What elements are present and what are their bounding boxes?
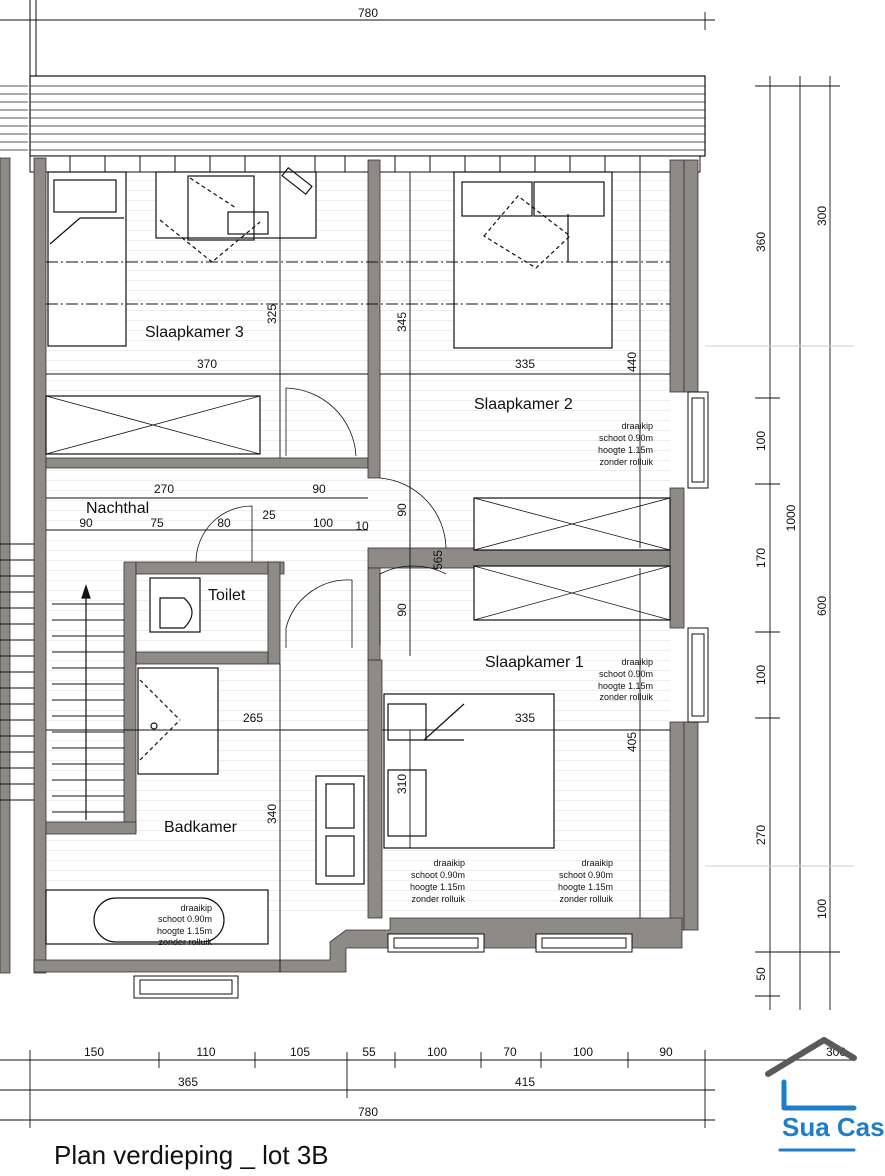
dim-interior: 370: [197, 357, 217, 371]
dim-bottom-seg: 100: [573, 1045, 593, 1059]
dim-right-inner: 170: [754, 548, 768, 568]
dim-interior: 25: [262, 508, 276, 522]
dim-right-inner: 360: [754, 232, 768, 252]
dim-right-middle-total: 1000: [784, 504, 798, 531]
dim-bottom-half: 365: [178, 1075, 198, 1089]
dim-right-outer: 300: [815, 206, 829, 226]
dim-bottom-seg: 90: [659, 1045, 673, 1059]
dim-interior: 325: [265, 304, 279, 324]
dim-interior: 100: [313, 516, 333, 530]
svg-text:draaikip: draaikip: [180, 903, 212, 913]
window-note-bedroom1-side: draaikip schoot 0.90m hoogte 1.15m zonde…: [598, 657, 654, 702]
room-label-toilet: Toilet: [208, 587, 246, 604]
plan-title: Plan verdieping _ lot 3B: [54, 1140, 329, 1170]
svg-text:hoogte 1.15m: hoogte 1.15m: [598, 445, 653, 455]
dim-interior: 440: [625, 352, 639, 372]
svg-text:draaikip: draaikip: [621, 421, 653, 431]
dim-interior: 405: [625, 732, 639, 752]
window-note-bedroom2: draaikip schoot 0.90m hoogte 1.15m zonde…: [598, 421, 654, 467]
dim-right-inner: 100: [754, 665, 768, 685]
dim-bottom-seg: 70: [503, 1045, 517, 1059]
svg-text:schoot 0.90m: schoot 0.90m: [599, 669, 653, 679]
exterior-dimension-lines: [0, 12, 854, 1128]
dim-interior: 75: [150, 516, 164, 530]
dim-interior: 90: [395, 503, 409, 517]
dim-interior: 335: [515, 357, 535, 371]
svg-text:draaikip: draaikip: [581, 858, 613, 868]
svg-text:schoot 0.90m: schoot 0.90m: [599, 433, 653, 443]
logo-text: Sua Cas: [782, 1112, 885, 1142]
dim-bottom-seg: 150: [84, 1045, 104, 1059]
dim-right-outer: 600: [815, 596, 829, 616]
dim-bottom-seg: 55: [362, 1045, 376, 1059]
svg-text:zonder rolluik: zonder rolluik: [599, 692, 653, 702]
window-note-bedroom1-right: draaikip schoot 0.90m hoogte 1.15m zonde…: [558, 858, 614, 904]
dim-interior: 270: [154, 482, 174, 496]
window-note-bathroom: draaikip schoot 0.90m hoogte 1.15m zonde…: [157, 903, 213, 947]
svg-text:schoot 0.90m: schoot 0.90m: [559, 870, 613, 880]
interior-dimension-lines: [46, 172, 670, 972]
dim-interior: 340: [265, 804, 279, 824]
dim-interior: 345: [395, 312, 409, 332]
dim-interior: 265: [243, 711, 263, 725]
dim-interior: 90: [395, 603, 409, 617]
svg-text:hoogte 1.15m: hoogte 1.15m: [558, 882, 613, 892]
dim-bottom-total: 780: [358, 1105, 378, 1119]
svg-text:zonder rolluik: zonder rolluik: [559, 894, 613, 904]
dim-bottom-seg: 110: [196, 1045, 215, 1059]
roof-band: [0, 0, 706, 173]
dim-interior: 335: [515, 711, 535, 725]
dim-bottom-seg: 105: [290, 1045, 310, 1059]
window-note-bedroom1-left: draaikip schoot 0.90m hoogte 1.15m zonde…: [410, 858, 466, 904]
svg-text:zonder rolluik: zonder rolluik: [411, 894, 465, 904]
dim-right-inner: 270: [754, 825, 768, 845]
furniture: [0, 166, 671, 945]
dim-right-inner: 100: [754, 431, 768, 451]
room-label-slaapkamer-1: Slaapkamer 1: [485, 654, 584, 671]
svg-text:schoot 0.90m: schoot 0.90m: [411, 870, 465, 880]
svg-text:zonder rolluik: zonder rolluik: [158, 937, 212, 947]
svg-text:draaikip: draaikip: [433, 858, 465, 868]
dim-interior: 90: [79, 516, 93, 530]
room-label-slaapkamer-2: Slaapkamer 2: [474, 396, 573, 413]
room-label-badkamer: Badkamer: [164, 819, 238, 836]
logo-mark: [765, 1037, 857, 1152]
window-frames: [133, 391, 709, 999]
dim-bottom-half: 415: [515, 1075, 535, 1089]
room-label-nachthal: Nachthal: [86, 500, 149, 517]
dim-interior: 80: [217, 516, 231, 530]
svg-text:hoogte 1.15m: hoogte 1.15m: [598, 681, 653, 691]
svg-text:schoot 0.90m: schoot 0.90m: [158, 914, 212, 924]
dim-interior: 310: [395, 774, 409, 794]
dim-top-total: 780: [358, 6, 378, 20]
dim-right-inner: 50: [754, 967, 768, 981]
svg-text:hoogte 1.15m: hoogte 1.15m: [410, 882, 465, 892]
room-label-slaapkamer-3: Slaapkamer 3: [145, 324, 244, 341]
svg-text:draaikip: draaikip: [621, 657, 653, 667]
dim-interior: 565: [431, 550, 445, 570]
dim-right-outer: 100: [815, 899, 829, 919]
floor-plan: Slaapkamer 3 Slaapkamer 2 Slaapkamer 1 N…: [0, 0, 857, 1152]
dim-bottom-seg: 100: [427, 1045, 447, 1059]
dim-interior: 10: [355, 519, 369, 533]
centre-lines: [46, 261, 670, 305]
dim-interior: 90: [312, 482, 326, 496]
svg-text:hoogte 1.15m: hoogte 1.15m: [157, 926, 212, 936]
svg-text:zonder rolluik: zonder rolluik: [599, 457, 653, 467]
walls: [0, 157, 699, 974]
